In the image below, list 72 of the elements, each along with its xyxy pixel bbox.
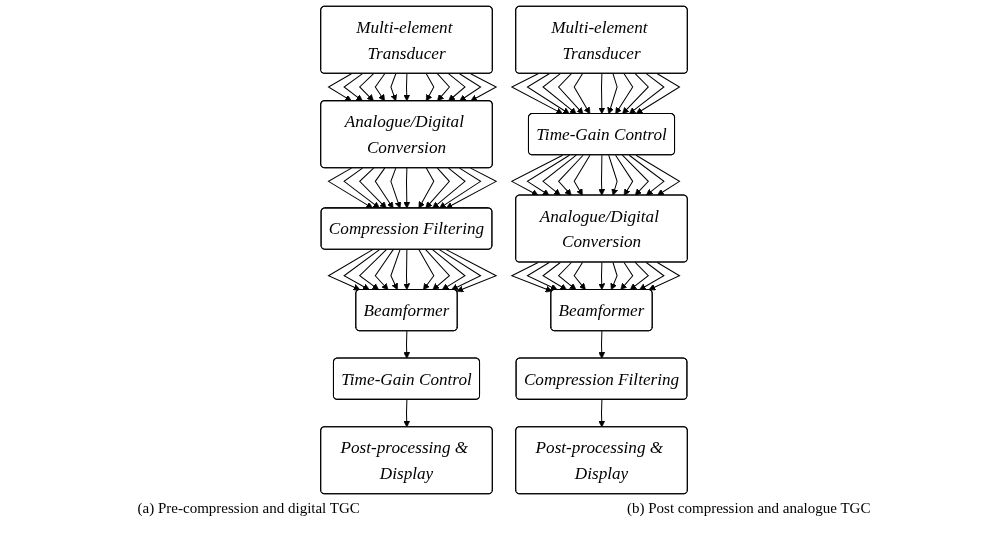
arrow bbox=[615, 73, 634, 115]
arrow bbox=[608, 154, 619, 196]
arrow bbox=[438, 249, 482, 291]
arrow bbox=[610, 261, 618, 291]
arrow bbox=[439, 167, 482, 209]
panel-caption: (b) Post compression and analogue TGC bbox=[626, 500, 871, 517]
arrow bbox=[635, 73, 681, 115]
arrow bbox=[390, 167, 402, 209]
arrow bbox=[510, 73, 563, 115]
arrow bbox=[327, 249, 374, 291]
arrow bbox=[418, 167, 435, 209]
arrow bbox=[358, 167, 387, 209]
arrow bbox=[557, 154, 584, 196]
arrow bbox=[374, 73, 386, 102]
arrow bbox=[403, 330, 411, 359]
arrow bbox=[526, 261, 558, 291]
arrow bbox=[542, 73, 577, 115]
arrow bbox=[526, 73, 570, 115]
arrow bbox=[557, 73, 584, 115]
arrow bbox=[447, 73, 466, 102]
arrow bbox=[327, 73, 352, 102]
arrow bbox=[358, 249, 387, 291]
arrow bbox=[542, 261, 567, 291]
arrow bbox=[343, 73, 364, 102]
arrow bbox=[635, 154, 681, 196]
arrow bbox=[598, 261, 606, 291]
arrow bbox=[510, 261, 553, 293]
arrow bbox=[573, 154, 591, 196]
arrow bbox=[526, 154, 570, 196]
arrow bbox=[403, 167, 411, 209]
arrow bbox=[425, 167, 451, 209]
arrow bbox=[573, 261, 586, 291]
arrow bbox=[542, 154, 577, 196]
arrow bbox=[403, 399, 411, 428]
panel-caption: (a) Pre-compression and digital TGC bbox=[137, 500, 360, 517]
arrow bbox=[557, 261, 577, 291]
arrow bbox=[628, 154, 665, 196]
arrow bbox=[374, 167, 394, 209]
arrow bbox=[390, 73, 397, 102]
arrow bbox=[615, 154, 634, 196]
arrow bbox=[403, 249, 411, 291]
arrow bbox=[327, 167, 374, 209]
arrow bbox=[598, 399, 606, 428]
arrow bbox=[628, 73, 665, 115]
arrow bbox=[418, 249, 435, 291]
arrow bbox=[648, 261, 681, 291]
arrow bbox=[607, 73, 618, 115]
arrow bbox=[598, 73, 606, 115]
arrow bbox=[343, 249, 381, 291]
arrow bbox=[622, 73, 649, 115]
arrow bbox=[445, 249, 498, 293]
arrow bbox=[629, 261, 650, 291]
arrow bbox=[621, 154, 649, 196]
arrow bbox=[425, 249, 451, 291]
arrow bbox=[598, 154, 606, 196]
arrow bbox=[343, 167, 380, 209]
arrow bbox=[459, 73, 482, 102]
arrow bbox=[510, 154, 564, 196]
arrow bbox=[390, 249, 401, 291]
arrow bbox=[598, 330, 606, 359]
arrow bbox=[470, 73, 498, 102]
arrow bbox=[436, 73, 451, 102]
arrow bbox=[620, 261, 634, 291]
arrow bbox=[432, 249, 466, 291]
arrow bbox=[432, 167, 466, 209]
arrow bbox=[374, 249, 394, 291]
arrow bbox=[425, 73, 435, 102]
arrow bbox=[445, 167, 498, 209]
arrow bbox=[358, 73, 375, 102]
arrow bbox=[639, 261, 665, 291]
arrow bbox=[403, 73, 411, 102]
arrow bbox=[573, 73, 591, 115]
